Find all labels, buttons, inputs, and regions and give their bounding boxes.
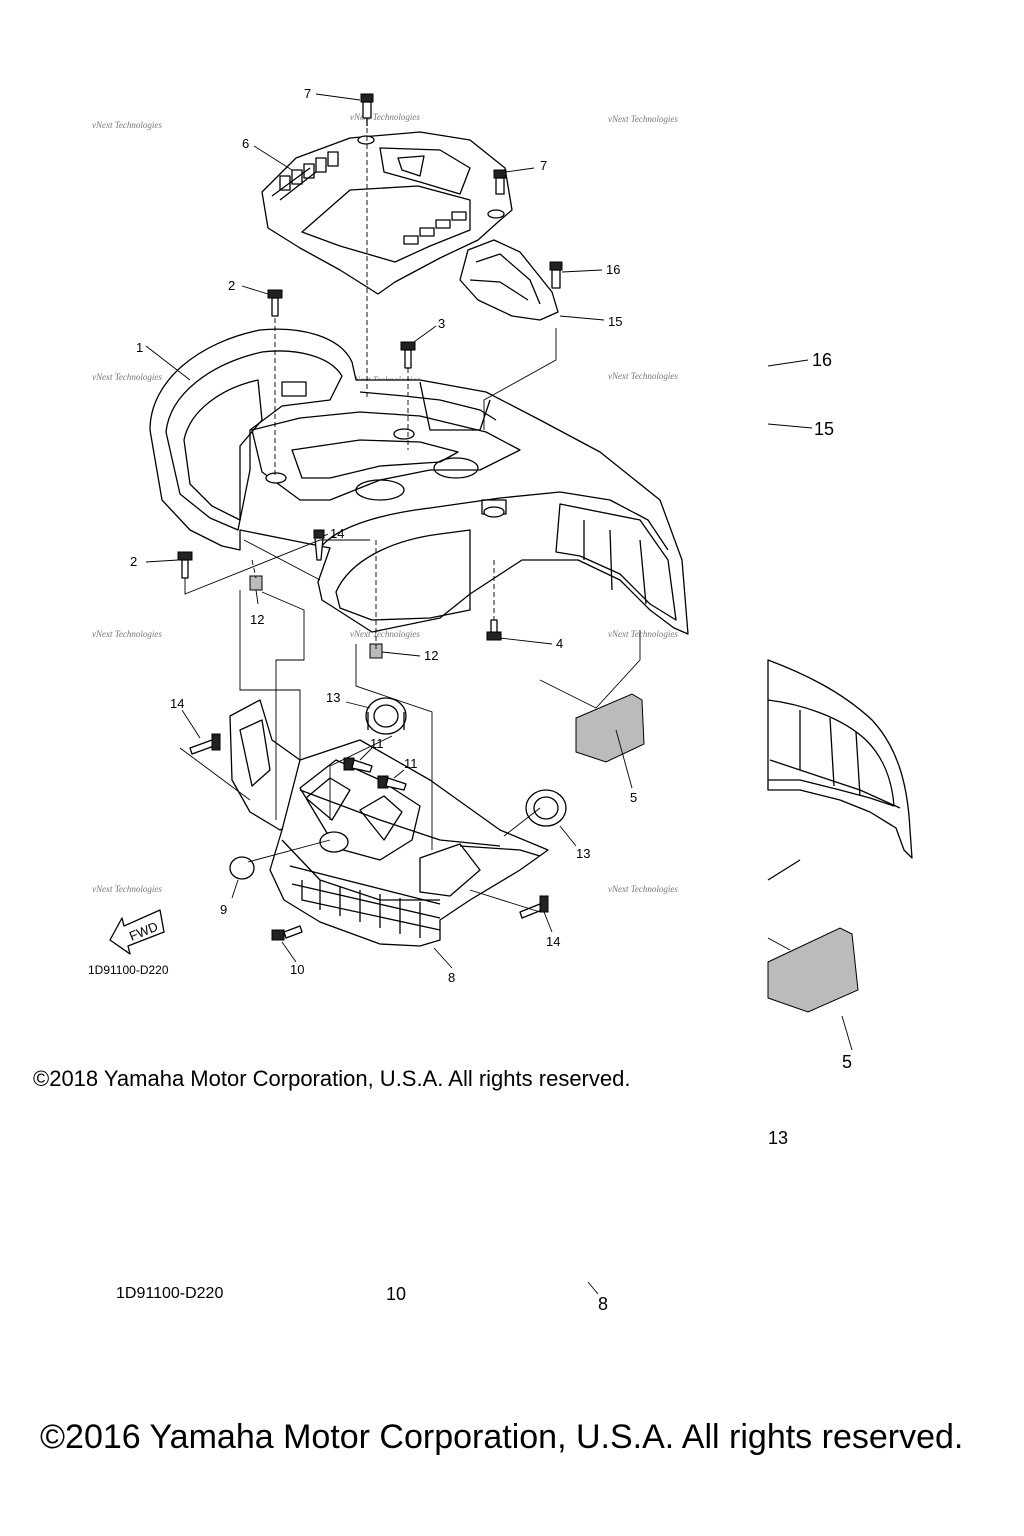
part-11-bolt: [343, 757, 373, 773]
watermark: vNext Technologies: [350, 629, 420, 639]
callout-3: 3: [438, 316, 445, 331]
callout-2: 2: [130, 554, 137, 569]
part-8-grille: [229, 699, 549, 947]
overlay-callout-8: 8: [598, 1294, 608, 1314]
callout-14: 14: [170, 696, 184, 711]
part-12-nut: [249, 575, 263, 591]
assembly-guide-lines: [179, 120, 641, 913]
callout-12: 12: [250, 612, 264, 627]
part-4-bolt: [486, 619, 502, 641]
callout-1: 1: [136, 340, 143, 355]
overlay-callout-16: 16: [812, 350, 832, 370]
overlay-callout-13: 13: [768, 1128, 788, 1148]
watermark: vNext Technologies: [350, 112, 420, 122]
part-11-bolt: [377, 775, 407, 791]
part-3-bolt: [400, 341, 416, 369]
callout-15: 15: [608, 314, 622, 329]
watermark: vNext Technologies: [608, 114, 678, 124]
callout-8: 8: [448, 970, 455, 985]
part-2-bolt: [177, 551, 193, 579]
watermark: vNext Technologies: [92, 629, 162, 639]
fwd-arrow-icon: FWD: [109, 909, 165, 955]
callout-10: 10: [290, 962, 304, 977]
overlay-callout-15: 15: [814, 419, 834, 439]
part-13-grommet: [365, 697, 407, 735]
part-6-cover-panel: [261, 131, 513, 295]
part-7-clip: [493, 169, 507, 195]
callout-16: 16: [606, 262, 620, 277]
part-2-bolt: [267, 289, 283, 317]
callout-14: 14: [330, 526, 344, 541]
overlay-callout-10: 10: [386, 1284, 406, 1304]
callout-4: 4: [556, 636, 563, 651]
watermark: vNext Technologies: [608, 629, 678, 639]
callout-7: 7: [304, 86, 311, 101]
callout-5: 5: [630, 790, 637, 805]
callout-7: 7: [540, 158, 547, 173]
overlay-callout-5: 5: [842, 1052, 852, 1072]
copyright-2018: ©2018 Yamaha Motor Corporation, U.S.A. A…: [33, 1066, 631, 1091]
part-5-emblem: [575, 693, 645, 763]
part-14-rivet: [189, 733, 221, 755]
watermark: vNext Technologies: [92, 120, 162, 130]
callout-2: 2: [228, 278, 235, 293]
leader-lines: [145, 93, 633, 969]
part-15-bracket: [459, 239, 559, 321]
callout-14: 14: [546, 934, 560, 949]
overlay-partial-view: 16 15 5 13 10 8 1D91100-D220: [116, 350, 913, 1314]
part-14-clip: [313, 529, 325, 561]
callout-13: 13: [326, 690, 340, 705]
copyright-2016: ©2016 Yamaha Motor Corporation, U.S.A. A…: [40, 1418, 964, 1456]
part-10-bolt: [271, 925, 303, 941]
drawing-code-overlay: 1D91100-D220: [116, 1285, 223, 1302]
callout-11: 11: [404, 756, 418, 771]
callout-13: 13: [576, 846, 590, 861]
callout-6: 6: [242, 136, 249, 151]
watermark: vNext Technologies: [92, 372, 162, 382]
callout-labels: 7 7 6 16 15 3 2 1 2 14 12 12 4 14 13 11 …: [130, 86, 637, 985]
callout-11: 11: [370, 736, 384, 751]
watermark: vNext Technologies: [608, 884, 678, 894]
part-13-grommet: [525, 789, 567, 827]
callout-9: 9: [220, 902, 227, 917]
part-1-front-fender: [149, 328, 689, 635]
part-9-cap: [229, 856, 255, 880]
watermark: vNext Technologies: [608, 371, 678, 381]
part-16-clip: [549, 261, 563, 289]
watermark: vNext Technologies: [92, 884, 162, 894]
drawing-code: 1D91100-D220: [88, 963, 169, 977]
callout-12: 12: [424, 648, 438, 663]
